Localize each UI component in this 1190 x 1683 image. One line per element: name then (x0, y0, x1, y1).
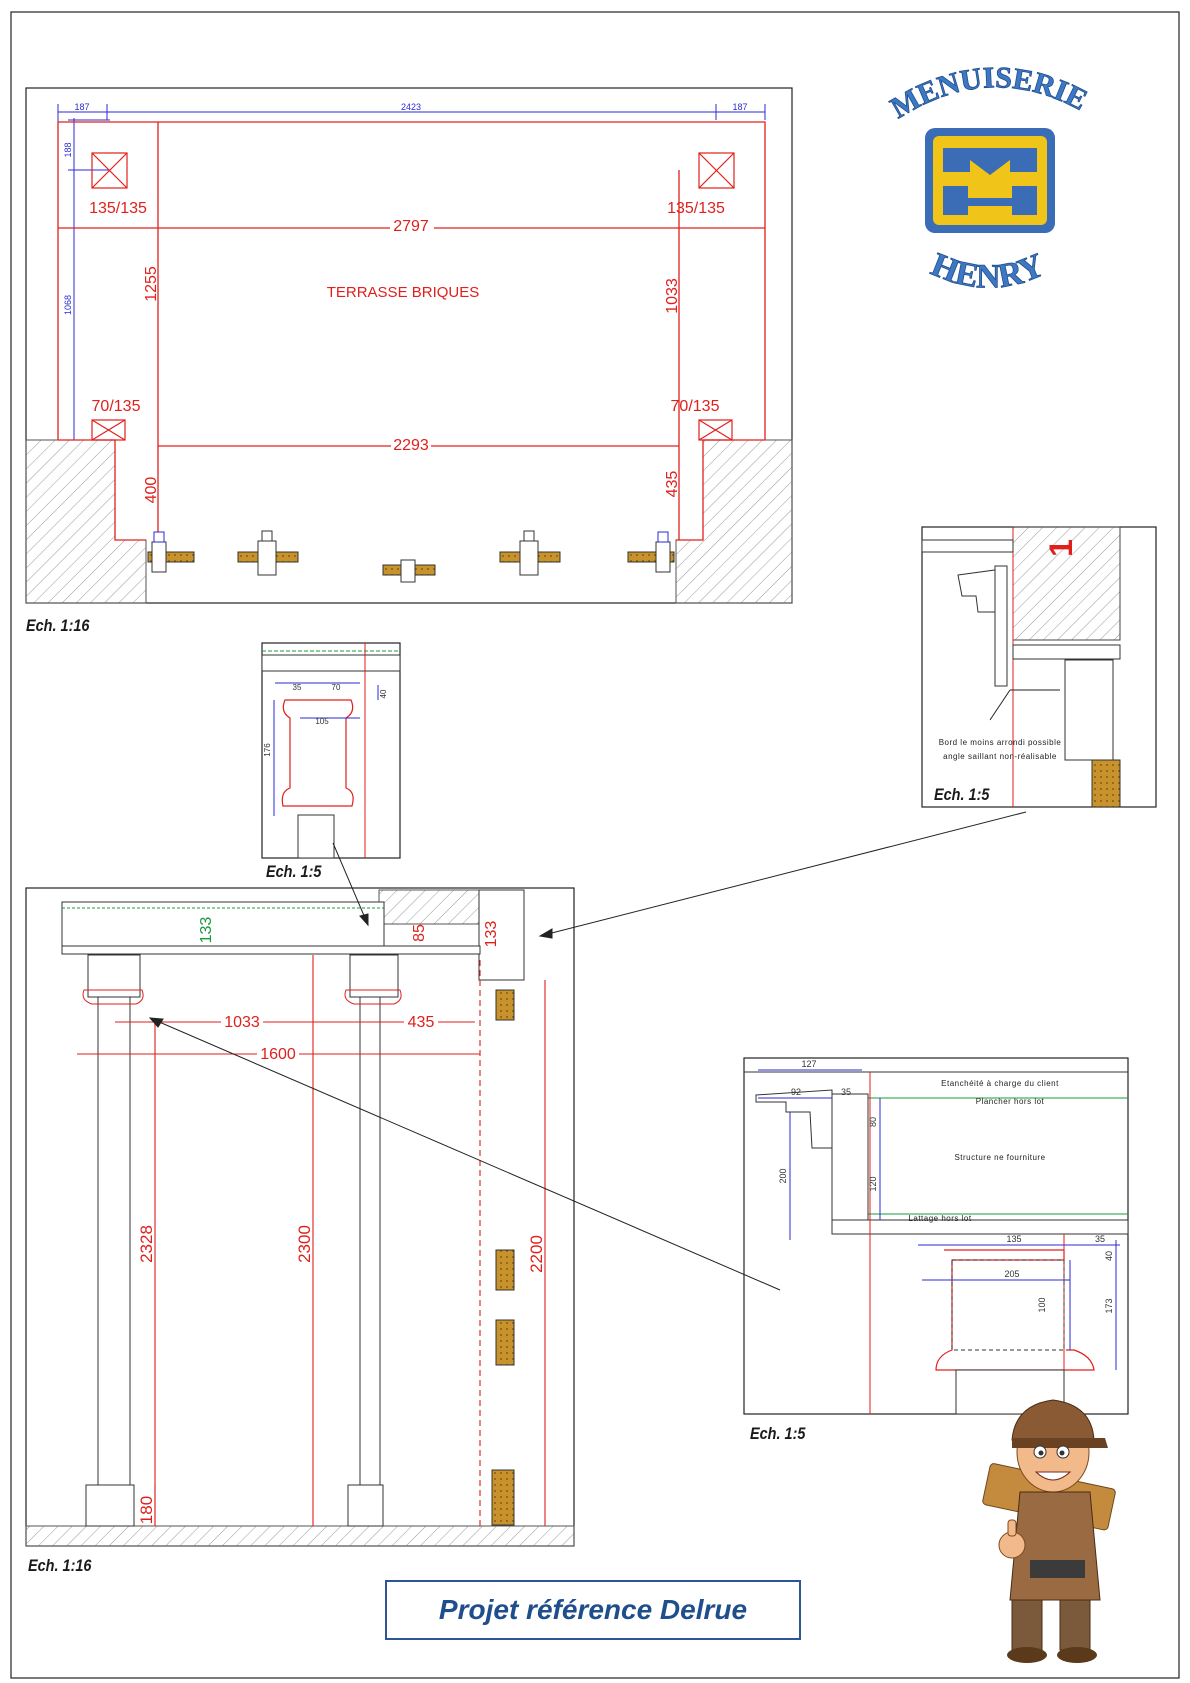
detail-c-d40: 40 (1104, 1251, 1114, 1261)
elev-dim-133: 133 (483, 921, 500, 948)
detail-a-d70: 70 (332, 683, 341, 692)
detail-c-capital (935, 1249, 1095, 1371)
elev-dim-435: 435 (408, 1014, 435, 1031)
elev-dim-1033: 1033 (224, 1014, 260, 1031)
post-bottom-left (91, 419, 126, 441)
detail-c-scale-label: Ech. 1:5 (750, 1424, 806, 1443)
dim-blue-2423: 2423 (401, 102, 421, 112)
detail-c-d135: 135 (1006, 1234, 1021, 1244)
elev-dim-85: 85 (411, 924, 428, 942)
post-bottom-right (698, 419, 733, 441)
elevation-scale-label: Ech. 1:16 (28, 1556, 92, 1575)
brand-logo: MENUISERIE HENRY (885, 61, 1093, 296)
plan-view: 187 2423 187 188 1068 135/135 (25, 87, 793, 604)
dim-2797: 2797 (393, 218, 429, 235)
detail-a: 35 70 40 105 176 (261, 642, 401, 859)
dim-blue-188: 188 (63, 142, 73, 157)
dim-1033: 1033 (664, 278, 681, 314)
post-top-left (91, 152, 128, 189)
detail-b-scale-label: Ech. 1:5 (934, 785, 990, 804)
dim-blue-187-right: 187 (732, 102, 747, 112)
post-top-right-label: 135/135 (667, 200, 725, 217)
dim-400: 400 (143, 477, 160, 504)
post-top-left-label: 135/135 (89, 200, 147, 217)
project-title: Projet référence Delrue (438, 1594, 748, 1625)
terrace-outline (57, 121, 766, 440)
dim-2293: 2293 (393, 437, 429, 454)
detail-c-lattage: Lattage hors lot (908, 1214, 971, 1223)
post-bottom-left-label: 70/135 (92, 398, 141, 415)
wall-left-hatch (25, 439, 147, 604)
elev-dim-1600: 1600 (260, 1046, 296, 1063)
elev-dim-green-133: 133 (198, 917, 215, 944)
detail-c-etancheite: Etanchéité à charge du client (941, 1079, 1059, 1088)
detail-c-d35a: 35 (841, 1087, 851, 1097)
post-bottom-right-label: 70/135 (671, 398, 720, 415)
elev-dim-2328: 2328 (137, 1225, 156, 1263)
carpenter-mascot (982, 1399, 1116, 1663)
plan-frame (25, 87, 793, 604)
wall-right-hatch (675, 439, 793, 604)
detail-c: 127 92 35 80 200 120 135 35 205 100 40 1… (743, 1057, 1129, 1415)
detail-c-plancher: Plancher hors lot (976, 1097, 1045, 1106)
detail-a-d105: 105 (315, 717, 329, 726)
terrace-label: TERRASSE BRIQUES (327, 284, 480, 301)
dim-435: 435 (664, 471, 681, 498)
elevation-view: 133 85 133 1033 435 1600 232 (25, 887, 575, 1547)
detail-b: 1 Bord le moins arrondi possible angle s… (921, 526, 1157, 808)
detail-a-d176: 176 (263, 743, 272, 757)
detail-a-d35: 35 (293, 683, 302, 692)
detail-a-d40: 40 (379, 689, 388, 698)
post-top-right (698, 152, 735, 189)
detail-c-d127: 127 (801, 1059, 816, 1069)
leader-arrows (148, 811, 1027, 1291)
detail-a-scale-label: Ech. 1:5 (266, 862, 322, 881)
detail-c-d100: 100 (1037, 1297, 1047, 1312)
detail-c-d173: 173 (1104, 1298, 1114, 1313)
detail-a-capital (281, 699, 354, 807)
detail-c-d92: 92 (791, 1087, 801, 1097)
joinery-profiles (147, 530, 675, 583)
detail-c-d120: 120 (868, 1176, 878, 1191)
elev-dim-2300: 2300 (295, 1225, 314, 1263)
project-title-box: Projet référence Delrue (385, 1580, 801, 1640)
elev-dim-180: 180 (137, 1496, 156, 1524)
detail-c-d80: 80 (868, 1117, 878, 1127)
detail-c-d205: 205 (1004, 1269, 1019, 1279)
logo-text-top: MENUISERIE (885, 61, 1092, 125)
dim-blue-187-left: 187 (74, 102, 89, 112)
dim-1255: 1255 (143, 266, 160, 302)
dim-blue-1068: 1068 (63, 295, 73, 315)
detail-c-structure: Structure ne fourniture (954, 1153, 1045, 1162)
elev-dim-2200: 2200 (527, 1235, 546, 1273)
sheet-border (10, 11, 1180, 1679)
detail-b-note-2: angle saillant non-réalisable (943, 752, 1057, 761)
logo-text-bottom: HENRY (926, 246, 1049, 295)
detail-b-note-1: Bord le moins arrondi possible (939, 738, 1062, 747)
detail-c-d35b: 35 (1095, 1234, 1105, 1244)
detail-b-mark: 1 (1043, 539, 1079, 557)
plan-scale-label: Ech. 1:16 (26, 616, 90, 635)
detail-c-d200: 200 (778, 1168, 788, 1183)
